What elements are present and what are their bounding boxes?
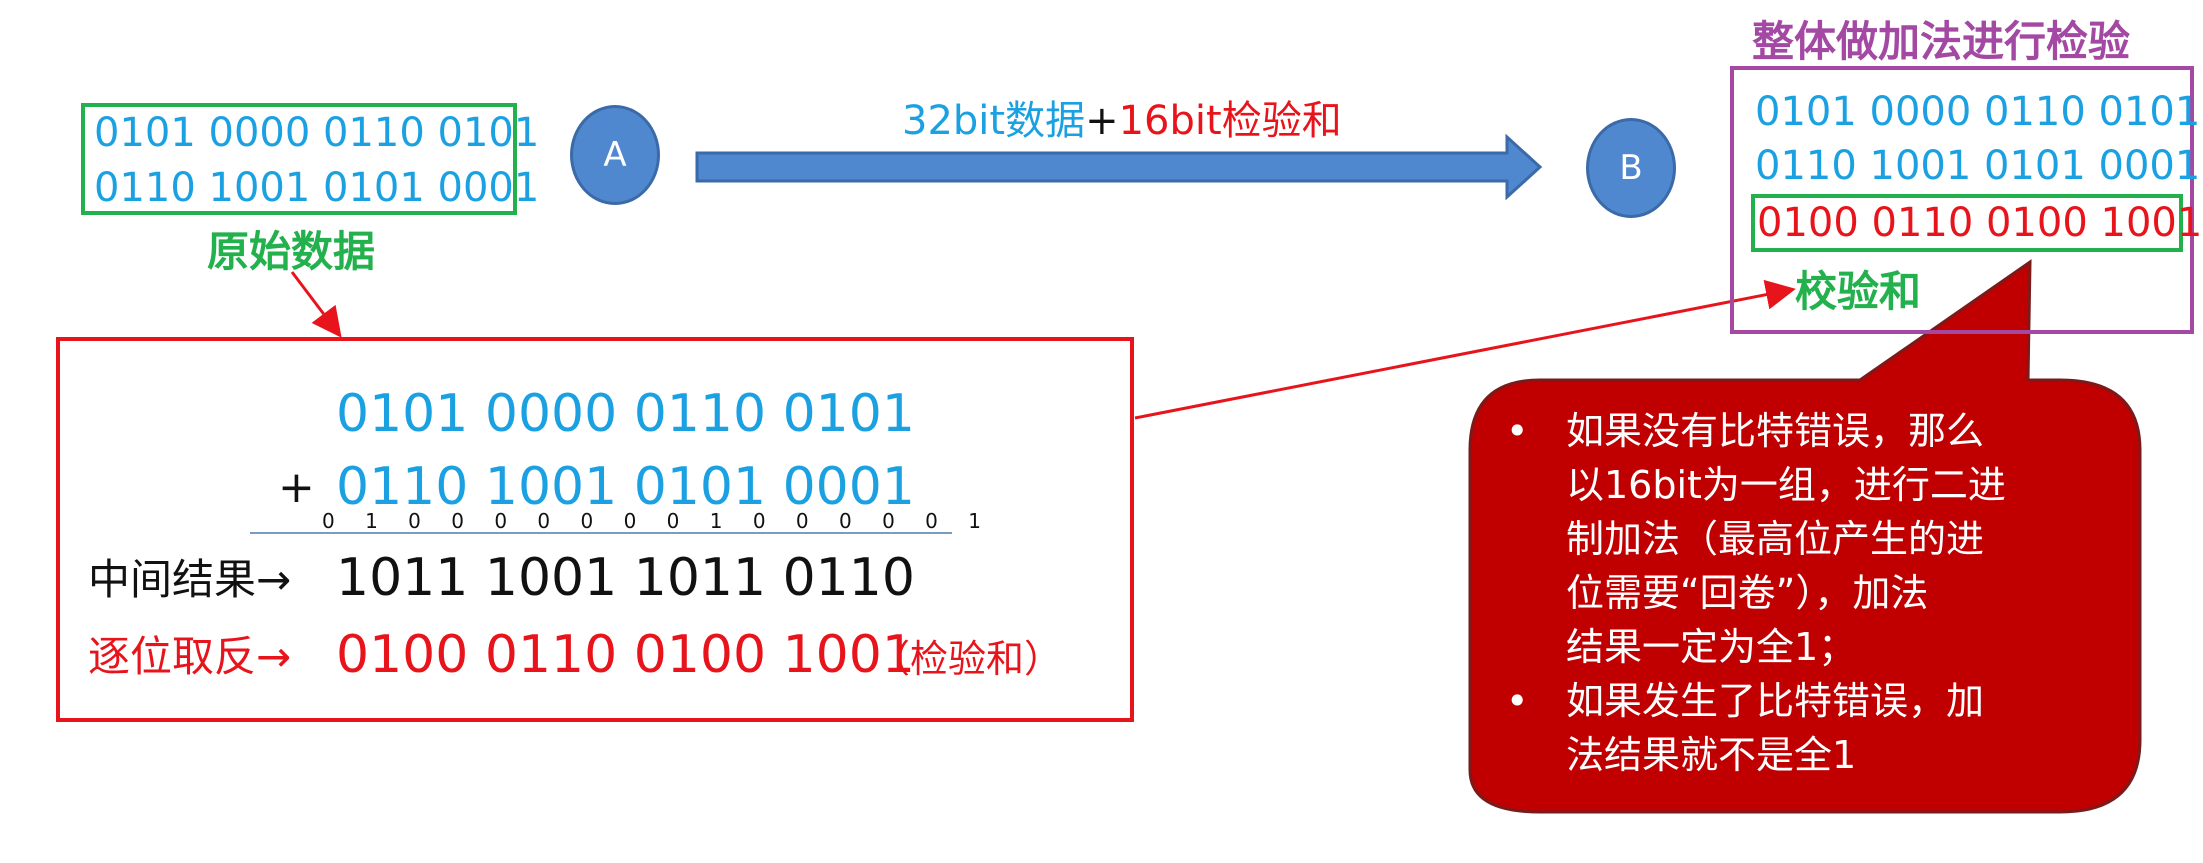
arrow-label-plus: + <box>1085 98 1119 144</box>
checksum-calculation-box <box>56 337 1134 722</box>
receiver-checksum-label: 校验和 <box>1795 267 1922 316</box>
node-b: B <box>1586 118 1676 218</box>
intermediate-result-row: 中间结果→ <box>88 550 291 610</box>
intermediate-arrow: → <box>256 555 292 604</box>
inverted-arrow: → <box>256 632 292 681</box>
callout-bullet-2-line-2: 法结果就不是全1 <box>1566 733 1857 777</box>
bullet-dot-2: • <box>1506 679 1529 723</box>
callout-bullet-1-line-4: 位需要“回卷”），加法 <box>1566 571 1929 615</box>
callout-bullet-1: • 如果没有比特错误，那么 以16bit为一组，进行二进 制加法（最高位产生的进… <box>1506 404 2126 674</box>
arrow-label-data: 32bit数据 <box>902 98 1086 144</box>
receiver-title: 整体做加法进行检验 <box>1752 17 2131 66</box>
callout-bullet-2-line-1: 如果发生了比特错误，加 <box>1566 679 1985 723</box>
callout-bubble <box>1468 259 2142 814</box>
node-a: A <box>570 105 660 205</box>
intermediate-value: 1011 1001 1011 0110 <box>336 548 915 608</box>
calc-plus-sign: + <box>278 462 315 513</box>
original-data-label: 原始数据 <box>207 227 376 276</box>
inverted-note: （检验和） <box>872 637 1063 681</box>
callout-bullet-1-line-3: 制加法（最高位产生的进 <box>1566 517 1985 561</box>
receiver-row-2: 0110 1001 0101 0001 <box>1755 143 2201 189</box>
original-data-row-1: 0101 0000 0110 0101 <box>94 110 540 156</box>
receiver-checksum-row: 0100 0110 0100 1001 <box>1757 200 2203 246</box>
original-data-box <box>81 103 517 215</box>
transfer-arrow <box>695 133 1543 201</box>
bullet-dot-1: • <box>1506 409 1529 453</box>
calc-row-2: 0110 1001 0101 0001 <box>336 457 915 517</box>
arrow-label: 32bit数据+16bit检验和 <box>902 88 1342 146</box>
callout-text: • 如果没有比特错误，那么 以16bit为一组，进行二进 制加法（最高位产生的进… <box>1506 404 2126 782</box>
intermediate-label: 中间结果 <box>88 555 257 604</box>
receiver-checksum-box <box>1751 194 2183 252</box>
receiver-row-1: 0101 0000 0110 0101 <box>1755 89 2201 135</box>
calc-row-1: 0101 0000 0110 0101 <box>336 384 915 444</box>
inverted-row: 逐位取反→ <box>88 627 291 687</box>
callout-bullet-2: • 如果发生了比特错误，加 法结果就不是全1 <box>1506 674 2126 782</box>
arrow-label-checksum: 16bit检验和 <box>1118 98 1342 144</box>
orig-to-calc-arrow <box>290 271 342 338</box>
original-data-row-2: 0110 1001 0101 0001 <box>94 165 540 211</box>
calc-to-checksum-arrow <box>1134 279 1796 420</box>
callout-bullet-1-line-5: 结果一定为全1； <box>1566 625 1857 669</box>
receiver-box <box>1730 66 2194 334</box>
inverted-label: 逐位取反 <box>88 632 257 681</box>
calc-carry-bits: 0 1 0 0 0 0 0 0 0 1 0 0 0 0 0 1 <box>322 509 993 533</box>
inverted-value: 0100 0110 0100 1001 <box>336 625 915 685</box>
callout-bullet-1-line-2: 以16bit为一组，进行二进 <box>1566 463 2006 507</box>
callout-bullet-1-line-1: 如果没有比特错误，那么 <box>1566 409 1985 453</box>
